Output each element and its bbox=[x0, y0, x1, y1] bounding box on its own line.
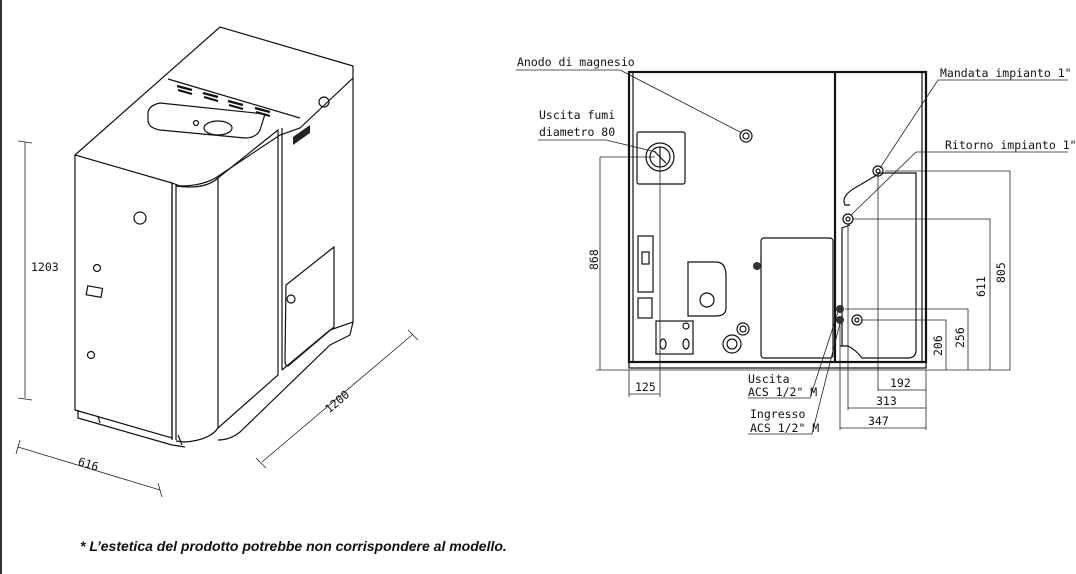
return-port bbox=[842, 213, 854, 225]
dim-616: 616 bbox=[76, 454, 100, 473]
footnote: * L’estetica del prodotto potrebbe non c… bbox=[80, 538, 507, 554]
front-face bbox=[74, 155, 173, 439]
side-door bbox=[284, 245, 335, 367]
access-panel bbox=[760, 237, 834, 359]
label-supply: Mandata impianto 1" M bbox=[940, 66, 1076, 80]
dim-805: 805 bbox=[994, 262, 1008, 283]
dim-1200: 1200 bbox=[322, 387, 352, 416]
logo-plate bbox=[293, 125, 310, 145]
isometric-boiler-view bbox=[73, 26, 354, 448]
label-return: Ritorno impianto 1" M bbox=[945, 138, 1076, 152]
dim-347: 347 bbox=[868, 414, 889, 428]
rear-outline bbox=[627, 70, 928, 364]
page-edge bbox=[0, 0, 2, 574]
label-dhw-in-2: ACS 1/2" M bbox=[750, 421, 819, 435]
dhw-in-port bbox=[836, 316, 844, 324]
top-face bbox=[73, 26, 354, 187]
dim-313: 313 bbox=[876, 394, 897, 408]
dim-206: 206 bbox=[931, 335, 945, 356]
rear-dimensions bbox=[596, 156, 1011, 430]
label-flue-2: diametro 80 bbox=[539, 125, 615, 139]
dhw-out-port bbox=[836, 305, 844, 313]
dim-256: 256 bbox=[953, 327, 967, 348]
label-dhw-out-1: Uscita bbox=[748, 372, 790, 386]
label-dhw-in-1: Ingresso bbox=[750, 407, 805, 421]
front-port-1 bbox=[133, 211, 147, 225]
dim-125: 125 bbox=[635, 380, 656, 394]
rear-view bbox=[627, 70, 928, 369]
dim-1203: 1203 bbox=[31, 260, 59, 274]
top-hatch bbox=[147, 102, 266, 139]
side-panel bbox=[217, 128, 279, 429]
dim-868: 868 bbox=[587, 249, 601, 270]
dim-192: 192 bbox=[890, 376, 911, 390]
label-flue-1: Uscita fumi bbox=[539, 108, 615, 122]
rear-labels: Anodo di magnesio Uscita fumi diametro 8… bbox=[517, 55, 1076, 435]
label-anode: Anodo di magnesio bbox=[517, 55, 635, 69]
label-dhw-out-2: ACS 1/2" M bbox=[748, 385, 817, 399]
iso-dimensions: 1203 616 1200 bbox=[15, 140, 419, 498]
anode bbox=[739, 129, 753, 143]
leader-lines bbox=[516, 69, 1068, 435]
dim-611: 611 bbox=[974, 276, 988, 297]
